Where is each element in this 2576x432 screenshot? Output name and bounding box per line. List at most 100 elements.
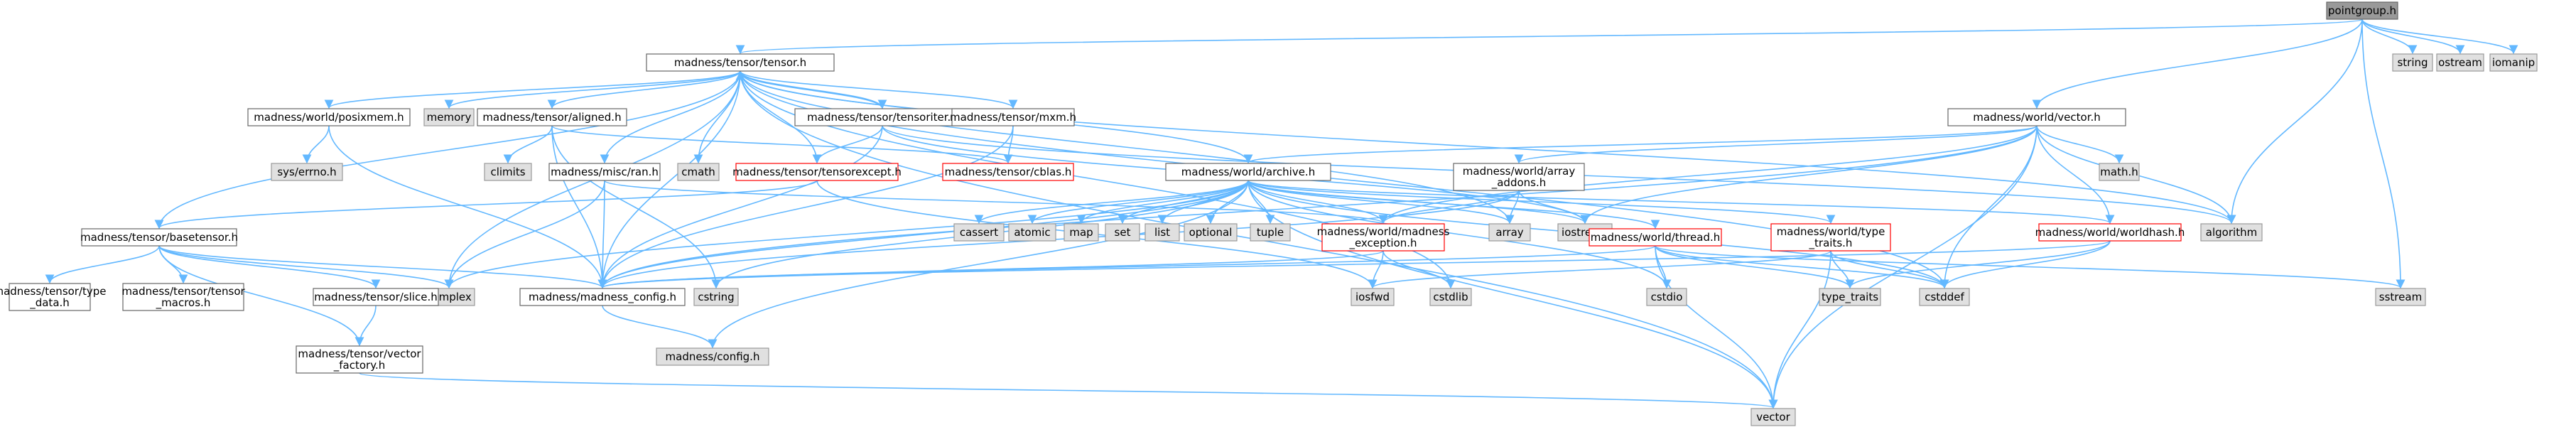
edge-archive-to-worldhash [1248, 180, 2114, 225]
node-ran-box [548, 163, 661, 181]
node-tensor-label: madness/tensor/tensor.h [674, 56, 806, 69]
node-cstdlib-label: cstdlib [1433, 291, 1468, 303]
node-tensormacros[interactable]: madness/tensor/tensor_macros.h [121, 283, 246, 311]
edge-basetensor-to-complex [158, 245, 454, 289]
node-basetensor-label: madness/tensor/basetensor.h [80, 231, 238, 244]
node-cblas-label: madness/tensor/cblas.h [945, 166, 1072, 178]
node-madexcept-label: madness/world/madness [1317, 225, 1450, 238]
node-madexcept-label: _exception.h [1348, 237, 1417, 250]
node-basetensor[interactable]: madness/tensor/basetensor.h [80, 228, 238, 247]
node-cstdio-box [1646, 288, 1687, 306]
node-climits-label: climits [490, 166, 525, 178]
edge-basetensor-to-madconfig [158, 245, 607, 289]
edge-thread-to-vector [1655, 245, 1778, 409]
node-tensoriter[interactable]: madness/tensor/tensoriter.h [794, 108, 970, 126]
node-syserrno-label: sys/errno.h [277, 166, 336, 178]
edge-vectorh-to-madconfig [597, 125, 2037, 289]
node-arrayh-label: array [1495, 226, 1523, 239]
edge-ran-to-madexcept [604, 180, 1387, 225]
node-tuple: tuple [1250, 223, 1291, 242]
edge-pointgroup-to-tensor [736, 18, 2363, 55]
node-worldhash[interactable]: madness/world/worldhash.h [2035, 223, 2185, 242]
edge-worldhash-to-typetraits [1845, 240, 2111, 289]
node-optional-label: optional [1189, 226, 1233, 239]
node-cstring-box [693, 288, 739, 306]
edge-archive-to-cassert [974, 180, 1249, 225]
node-aligned[interactable]: madness/tensor/aligned.h [477, 108, 627, 126]
node-typedata[interactable]: madness/tensor/type_data.h [0, 283, 107, 311]
node-tensor-box [646, 53, 835, 72]
node-madconfig[interactable]: madness/madness_config.h [519, 288, 686, 306]
edge-arrayaddons-to-madconfig [597, 190, 1520, 289]
node-slice[interactable]: madness/tensor/slice.h [313, 288, 439, 306]
node-madexcept-box [1321, 223, 1445, 252]
node-pointgroup: pointgroup.h [2326, 1, 2398, 20]
node-vector-label: vector [1756, 411, 1790, 423]
edge-tensor-to-memory [444, 70, 741, 109]
edge-archive-to-cstdio [1248, 180, 1672, 289]
node-map-box [1064, 223, 1099, 242]
edge-archive-to-config [708, 180, 1249, 349]
edge-tensor-to-basetensor [154, 70, 741, 230]
node-cstddef-label: cstddef [1925, 291, 1964, 303]
node-vectorh[interactable]: madness/world/vector.h [1947, 108, 2126, 126]
edge-tensor-to-mxm [740, 70, 1018, 109]
node-posixmem[interactable]: madness/world/posixmem.h [247, 108, 411, 126]
node-typetraitsw-label: madness/world/type [1777, 225, 1885, 238]
node-typetraitsw-box [1770, 223, 1891, 252]
node-algorithm-label: algorithm [2206, 226, 2257, 239]
node-atomic-label: atomic [1014, 226, 1050, 239]
node-vectorfactory[interactable]: madness/tensor/vector_factory.h [296, 345, 423, 374]
node-climits-box [484, 163, 532, 181]
node-set-box [1105, 223, 1140, 242]
edge-aligned-to-cstring [551, 125, 721, 289]
node-iomanip: iomanip [2489, 53, 2538, 72]
node-tuple-box [1250, 223, 1291, 242]
node-arrayh-box [1488, 223, 1531, 242]
node-mxm-box [951, 108, 1075, 126]
edge-mxm-to-madconfig [597, 125, 1014, 289]
edge-vectorh-to-iostream [1580, 125, 2037, 225]
node-cstdio-label: cstdio [1651, 291, 1683, 303]
node-typetraitsw[interactable]: madness/world/type_traits.h [1770, 223, 1891, 252]
edge-typetraitsw-to-vector [1768, 250, 1831, 409]
edge-vectorh-to-arrayaddons [1514, 125, 2037, 164]
edge-typetraitsw-to-cstddef [1830, 250, 1949, 289]
node-config-label: madness/config.h [666, 350, 760, 363]
node-sstream-label: sstream [2379, 291, 2422, 303]
edge-madexcept-to-iosfwd [1368, 250, 1384, 289]
node-config-box [656, 347, 769, 366]
node-string-box [2392, 53, 2433, 72]
edge-tensor-to-madconfig [597, 70, 741, 289]
node-cmath-box [677, 163, 720, 181]
node-vector-box [1750, 408, 1796, 426]
node-posixmem-box [247, 108, 411, 126]
node-cmath: cmath [677, 163, 720, 181]
node-madexcept[interactable]: madness/world/madness_exception.h [1317, 223, 1450, 252]
edge-arrayaddons-to-iostream [1518, 190, 1590, 225]
node-aligned-label: madness/tensor/aligned.h [482, 111, 621, 124]
node-set: set [1105, 223, 1140, 242]
node-atomic: atomic [1008, 223, 1056, 242]
node-tensormacros-label: madness/tensor/tensor [121, 285, 245, 298]
node-mxm-label: madness/tensor/mxm.h [950, 111, 1076, 124]
node-tensor[interactable]: madness/tensor/tensor.h [646, 53, 835, 72]
edge-typetraitsw-to-iosfwd [1368, 250, 1831, 289]
node-climits: climits [484, 163, 532, 181]
node-pointgroup-box [2326, 1, 2398, 20]
node-arrayaddons[interactable]: madness/world/array_addons.h [1453, 163, 1585, 191]
node-archive[interactable]: madness/world/archive.h [1165, 163, 1331, 181]
node-atomic-box [1008, 223, 1056, 242]
node-ran-label: madness/misc/ran.h [551, 166, 659, 178]
edge-thread-to-sstream [1655, 245, 2405, 289]
node-cblas[interactable]: madness/tensor/cblas.h [942, 163, 1074, 181]
node-mxm[interactable]: madness/tensor/mxm.h [950, 108, 1076, 126]
node-ran[interactable]: madness/misc/ran.h [548, 163, 661, 181]
node-set-label: set [1115, 226, 1131, 239]
node-thread[interactable]: madness/world/thread.h [1589, 228, 1722, 247]
node-string: string [2392, 53, 2433, 72]
node-tensormacros-box [122, 283, 244, 311]
node-arrayh: array [1488, 223, 1531, 242]
node-tensorexcept-label: madness/tensor/tensorexcept.h [732, 166, 902, 178]
node-tensorexcept[interactable]: madness/tensor/tensorexcept.h [732, 163, 902, 181]
